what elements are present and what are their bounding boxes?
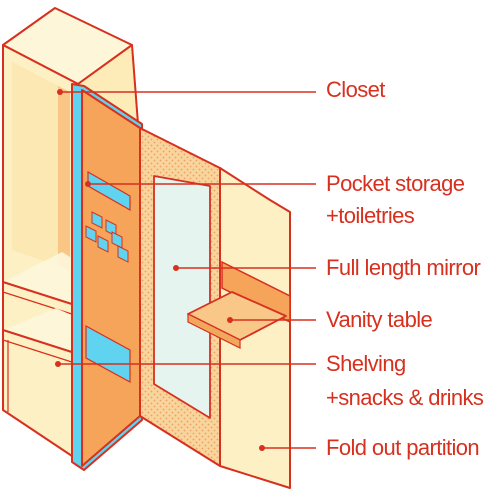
mirror [153, 175, 211, 419]
vanity-backboard [221, 260, 291, 324]
door-front [81, 89, 141, 467]
vanity-table-edge [187, 313, 241, 349]
closet-interior-back [12, 62, 70, 270]
label-shelving: Shelving [326, 351, 406, 376]
label-pocket-storage: Pocket storage [326, 171, 465, 196]
closet-rod-shadow [58, 86, 70, 270]
leader-dots [55, 89, 265, 451]
shelving-unit [2, 252, 79, 412]
label-snacks: +snacks & drinks [326, 385, 484, 410]
label-toiletries: +toiletries [326, 203, 415, 228]
label-partition: Fold out partition [326, 435, 480, 460]
label-vanity: Vanity table [326, 307, 433, 332]
pocket-storage [85, 170, 131, 384]
label-closet: Closet [326, 77, 385, 102]
label-mirror: Full length mirror [326, 255, 481, 280]
leader-lines [58, 91, 316, 449]
